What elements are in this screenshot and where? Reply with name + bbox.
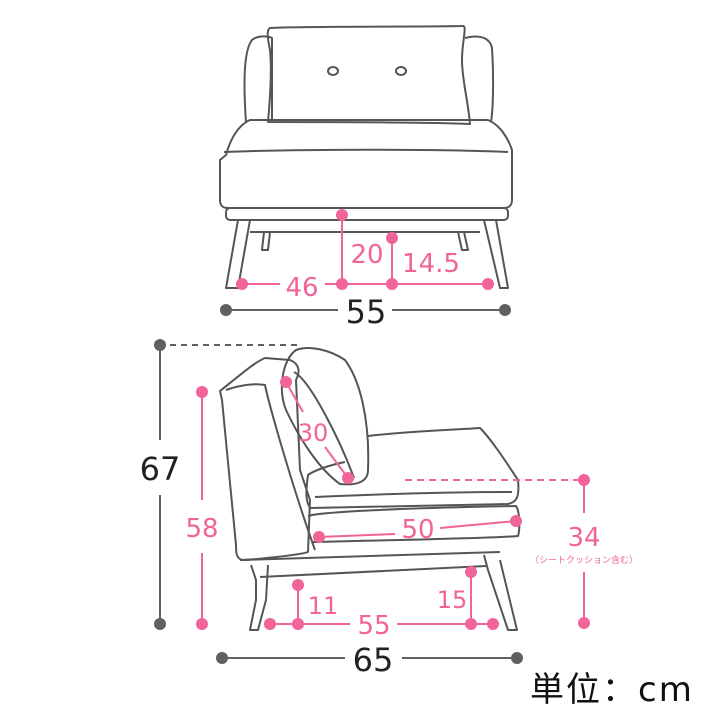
front-view-sofa-drawing: [219, 24, 513, 289]
front-overall-width-label: 55: [346, 293, 387, 331]
front-overall-width-dimension: [220, 304, 511, 316]
side-view-sofa-drawing: [219, 347, 521, 631]
side-overall-depth-dimension: [216, 652, 523, 664]
side-overall-height-label: 67: [140, 450, 181, 488]
side-seat-height-note: （シートクッション含む）: [530, 554, 638, 566]
front-leg-inner-height-label: 14.5: [402, 249, 460, 279]
side-overall-depth-label: 65: [353, 641, 394, 679]
front-under-seat-height-label: 20: [350, 240, 383, 270]
side-rear-leg-clearance-label: 15: [437, 586, 468, 614]
side-overall-height-dimension: [154, 339, 300, 630]
side-view-pink-dimensions: [196, 376, 590, 630]
front-view-pink-dimensions: [236, 209, 494, 290]
side-front-leg-clearance-label: 11: [308, 592, 339, 620]
side-back-height-label: 58: [185, 514, 218, 544]
side-seat-height-label: 34: [567, 523, 600, 553]
side-seat-depth-label: 50: [401, 515, 434, 545]
side-cushion-size-label: 30: [298, 419, 329, 447]
side-leg-span-label: 55: [357, 611, 390, 641]
front-inner-width-label: 46: [285, 273, 318, 303]
unit-label: 単位：cm: [530, 670, 694, 710]
